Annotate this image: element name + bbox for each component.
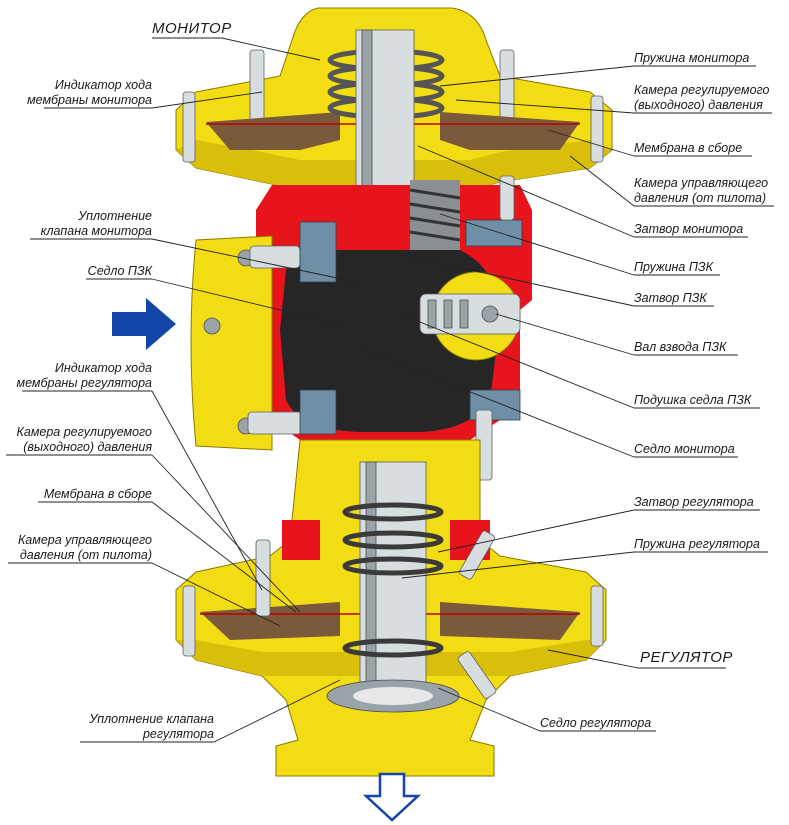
svg-text:давления (от пилота): давления (от пилота) <box>20 548 152 562</box>
left-callouts: Индикатор хода мембраны монитора Уплотне… <box>6 78 357 743</box>
svg-text:регулятора: регулятора <box>142 727 214 741</box>
label-pzk-spring: Пружина ПЗК <box>634 260 714 274</box>
outlet-arrow-icon <box>362 772 422 822</box>
label-monitor-diaphragm-indicator: Индикатор хода <box>55 78 152 92</box>
label-monitor-spring: Пружина монитора <box>634 51 749 65</box>
monitor-flange-bolts <box>182 49 604 163</box>
svg-text:клапана монитора: клапана монитора <box>41 224 152 238</box>
label-regulator-valve-seal: Уплотнение клапана <box>88 712 214 726</box>
inlet-flange <box>190 235 273 451</box>
label-monitor-shutter: Затвор монитора <box>634 222 743 236</box>
label-regulator-spring: Пружина регулятора <box>634 537 760 551</box>
label-regulated-pressure-chamber-right: Камера регулируемого <box>634 83 770 97</box>
label-pzk-seat-cushion: Подушка седла ПЗК <box>634 393 752 407</box>
label-regulated-pressure-chamber-left: Камера регулируемого <box>17 425 153 439</box>
label-pzk-shutter: Затвор ПЗК <box>634 291 707 305</box>
svg-text:(выходного) давления: (выходного) давления <box>634 98 763 112</box>
label-monitor-valve-seal: Уплотнение <box>77 209 152 223</box>
label-control-pressure-chamber-left: Камера управляющего <box>18 533 152 547</box>
label-monitor-seat: Седло монитора <box>634 442 735 456</box>
monitor-title: МОНИТОР <box>152 20 232 37</box>
svg-text:(выходного) давления: (выходного) давления <box>23 440 152 454</box>
regulator-spring-illustration <box>342 502 444 658</box>
right-callouts: Пружина монитора Камера регулируемого (в… <box>359 51 774 732</box>
label-control-pressure-chamber-right: Камера управляющего <box>634 176 768 190</box>
svg-text:мембраны монитора: мембраны монитора <box>27 93 152 107</box>
svg-text:давления (от пилота): давления (от пилота) <box>634 191 766 205</box>
label-diaphragm-assembly-left: Мембрана в сборе <box>44 487 152 501</box>
label-regulator-diaphragm-indicator: Индикатор хода <box>55 361 152 375</box>
label-regulator-seat: Седло регулятора <box>540 716 651 730</box>
label-pzk-cocking-shaft: Вал взвода ПЗК <box>634 340 727 354</box>
pzk-spring-illustration <box>409 180 461 250</box>
regulator-title: РЕГУЛЯТОР <box>640 649 733 666</box>
svg-text:мембраны регулятора: мембраны регулятора <box>17 376 153 390</box>
regulator-assembly-illustration <box>175 7 613 777</box>
inlet-arrow-icon <box>112 298 176 350</box>
monitor-diaphragm-cavity <box>206 112 340 150</box>
label-pzk-seat: Седло ПЗК <box>88 264 153 278</box>
label-diaphragm-assembly-right: Мембрана в сборе <box>634 141 742 155</box>
regulator-flange-bolts <box>182 530 604 699</box>
label-regulator-shutter: Затвор регулятора <box>634 495 754 509</box>
